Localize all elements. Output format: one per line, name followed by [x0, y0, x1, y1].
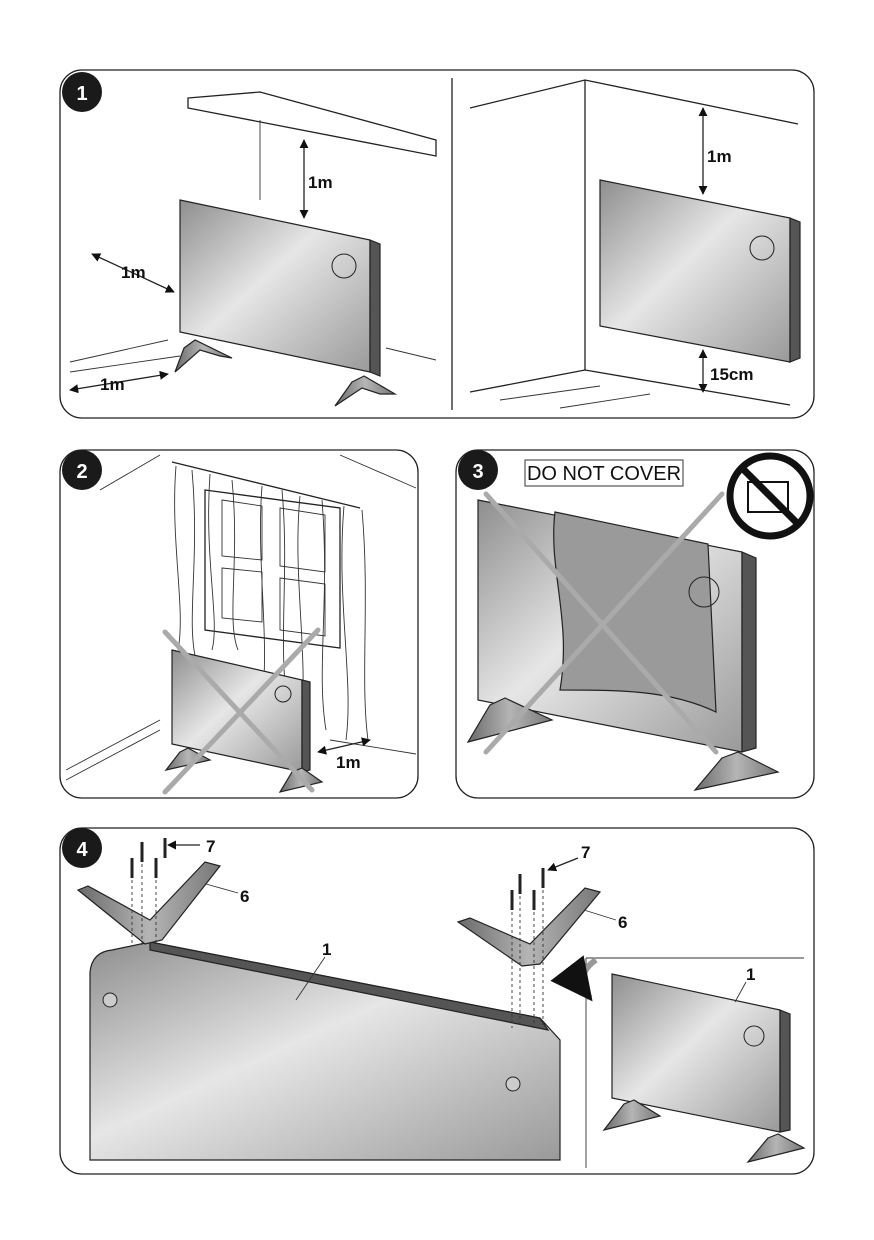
front-clearance-label: 1m — [100, 375, 125, 394]
heater-grille — [149, 941, 550, 1031]
foot-left — [76, 861, 222, 945]
foot-right-label: 6 — [618, 913, 627, 932]
heater-inset-assembled — [602, 973, 806, 1164]
step-badge — [62, 828, 102, 868]
foot-left-label: 6 — [240, 887, 249, 906]
screws-left-label: 7 — [206, 837, 215, 856]
screws-right-label: 7 — [581, 843, 590, 862]
step-number: 3 — [472, 461, 483, 483]
warning-box — [524, 459, 684, 487]
heater-upside-down — [89, 941, 561, 1161]
side-clearance-label: 1m — [121, 263, 146, 282]
screws-right — [510, 868, 545, 1028]
curtain-rod — [171, 461, 361, 509]
step-number: 1 — [76, 83, 87, 105]
step-2-panel: 1m 2 — [59, 449, 419, 799]
rotate-arrow-icon — [550, 955, 598, 1002]
cloth-cover — [553, 511, 717, 713]
floor-clearance-label: 15cm — [710, 365, 753, 384]
top-clearance-label: 1m — [308, 173, 333, 192]
curtain-clearance-label: 1m — [336, 753, 361, 772]
screws-left — [130, 838, 167, 946]
do-not-cover-label: DO NOT COVER — [527, 463, 681, 485]
step-3-panel: DO NOT COVER 3 — [455, 449, 815, 799]
step-badge — [62, 450, 102, 490]
step-number: 4 — [76, 839, 88, 861]
wall-top-clearance-label: 1m — [707, 147, 732, 166]
heater-inset-label: 1 — [746, 965, 755, 984]
step-number: 2 — [76, 461, 87, 483]
heater-body-label: 1 — [322, 940, 331, 959]
heater-freestanding — [174, 199, 398, 407]
heater-wall-mounted — [599, 179, 801, 363]
no-cover-icon — [726, 452, 814, 540]
step-4-panel: 7 6 1 7 6 1 4 — [59, 827, 815, 1175]
step-1-panel: 1m 1m 1m 1m 15cm 1 — [59, 69, 815, 419]
shelf — [187, 91, 437, 157]
foot-right — [456, 887, 602, 967]
step-badge — [458, 450, 498, 490]
step-badge — [62, 72, 102, 112]
